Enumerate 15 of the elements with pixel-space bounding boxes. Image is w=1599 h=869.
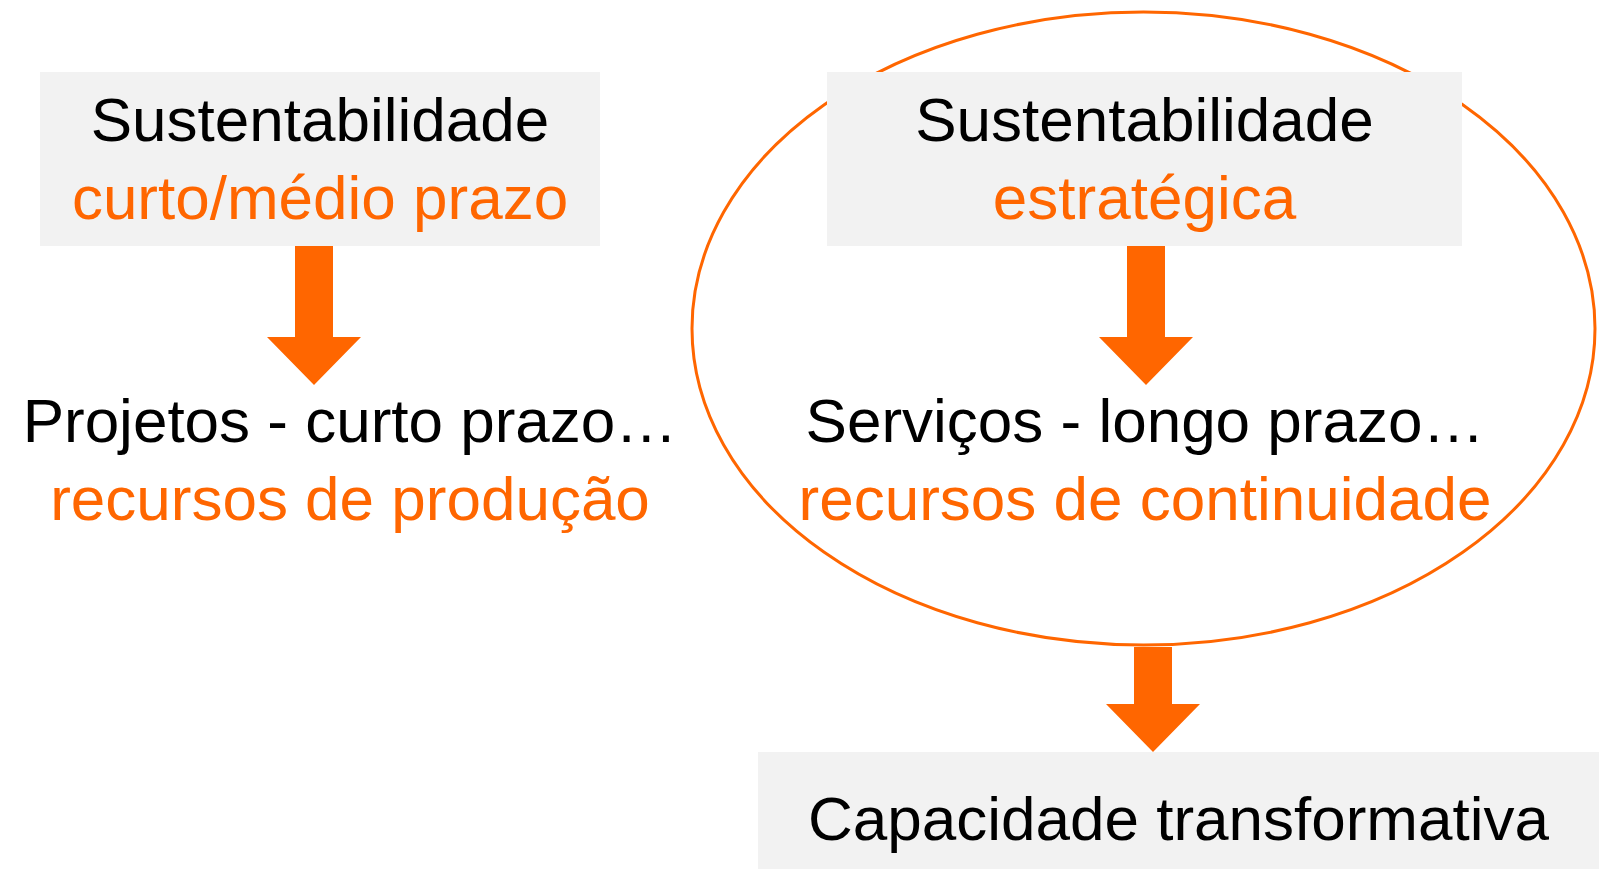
node-title: Sustentabilidade	[90, 84, 550, 156]
block-arrow	[267, 246, 361, 385]
node-subtitle: recursos de continuidade	[798, 463, 1492, 535]
text-box	[758, 752, 1599, 869]
node-subtitle: curto/médio prazo	[71, 162, 569, 234]
block-arrow	[1106, 647, 1200, 752]
node-title: Sustentabilidade	[915, 84, 1374, 156]
node-title: Projetos - curto prazo…	[22, 385, 678, 457]
node-subtitle: estratégica	[992, 162, 1297, 234]
text-box	[40, 72, 600, 246]
node-title: Serviços - longo prazo…	[805, 385, 1485, 457]
block-arrow	[1099, 246, 1193, 385]
text-box	[827, 72, 1462, 246]
node-subtitle: recursos de produção	[50, 463, 650, 535]
node-title: Capacidade transformativa	[808, 783, 1549, 855]
